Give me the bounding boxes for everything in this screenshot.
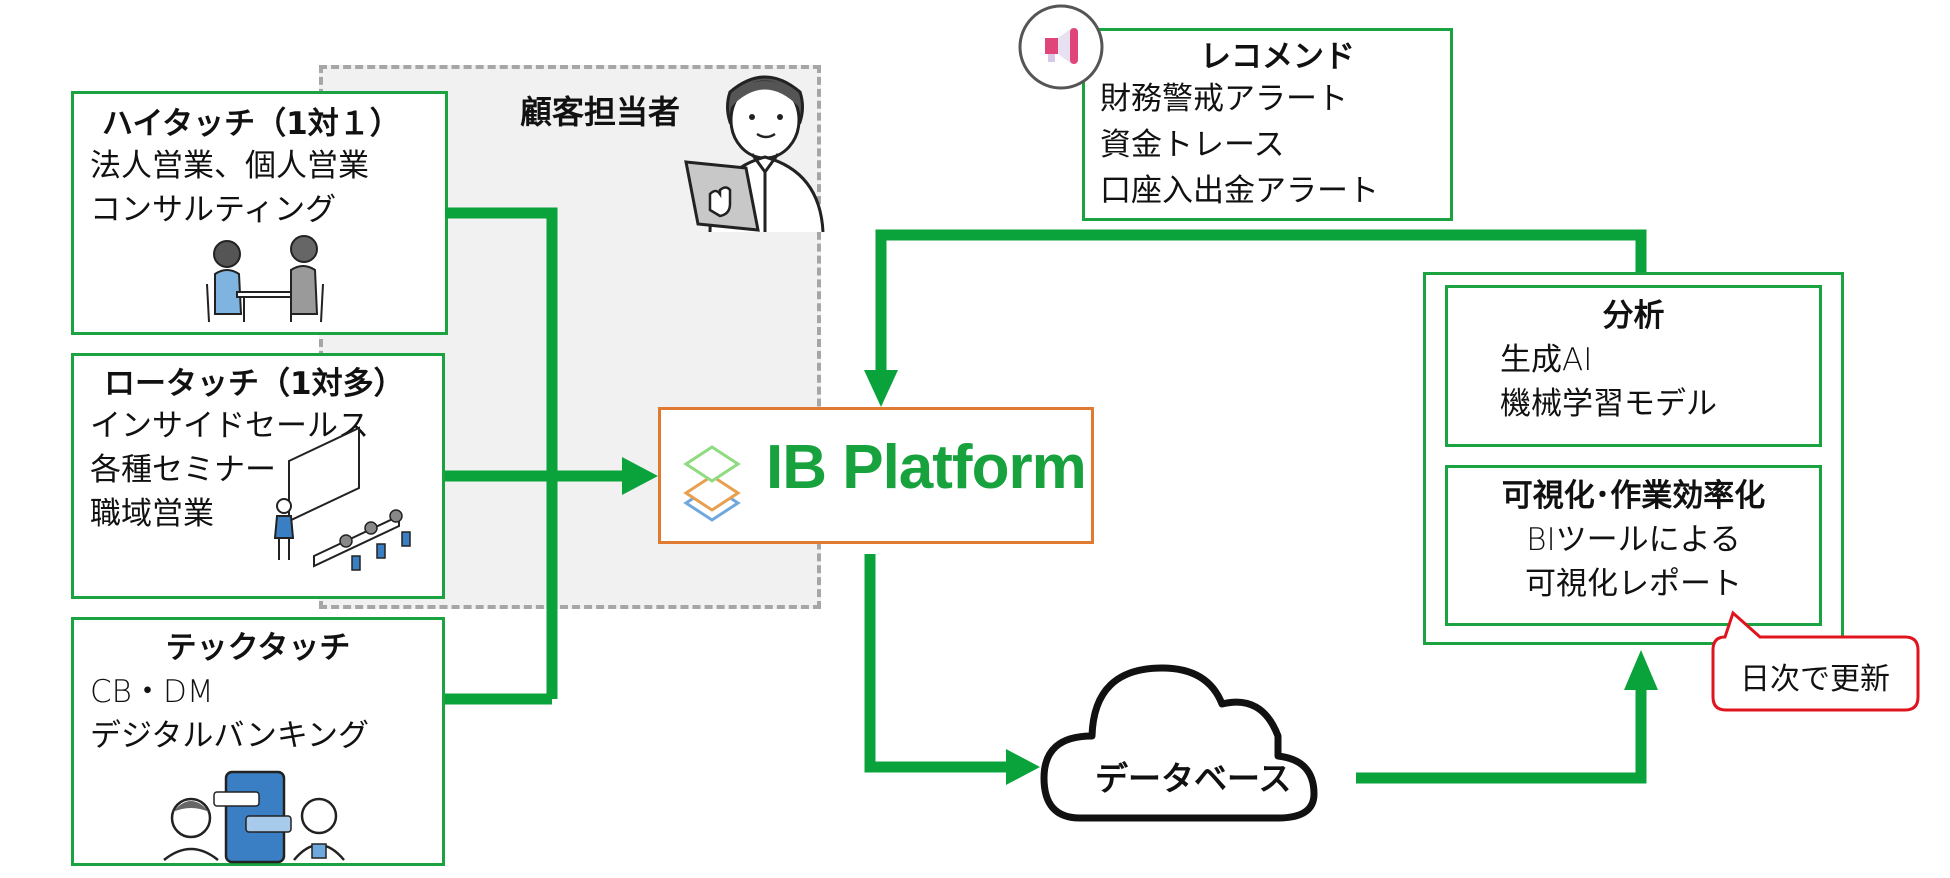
channel-line: CB・DM [90,674,214,710]
visualization-box: 可視化･作業効率化 BIツールによる 可視化レポート [1445,465,1822,626]
arrowhead-to-analytics [1624,650,1658,690]
recommend-line: 財務警戒アラート [1100,81,1348,117]
channel-line: 各種セミナー [90,452,276,488]
arrowhead-to-db [1006,749,1040,785]
recommend-box: レコメンド 財務警戒アラート 資金トレース 口座入出金アラート [1082,28,1453,221]
visualization-title: 可視化･作業効率化 [1501,478,1766,514]
arrowhead-feedback [864,370,898,407]
channel-line: 職域営業 [90,496,214,532]
channel-line: コンサルティング [90,192,337,228]
channel-line: インサイドセールス [90,408,369,444]
face-to-face-meeting-icon [206,235,324,323]
analysis-line: 機械学習モデル [1500,386,1717,422]
visualization-line: BIツールによる [1526,522,1741,558]
daily-update-callout: 日次で更新 [1740,662,1890,697]
visualization-line: 可視化レポート [1525,566,1742,602]
chatbot-smartphone-icon [163,770,345,864]
connector-platform-to-db [864,554,1006,773]
channel-box-high-touch: ハイタッチ（1対１） 法人営業、個人営業 コンサルティング [71,91,448,335]
channel-title: テックタッチ [165,630,351,666]
layers-icon [683,445,741,522]
ib-platform-box: IB Platform [658,407,1094,544]
channel-line: デジタルバンキング [90,718,369,754]
seminar-icon [273,426,411,571]
customer-rep-label: 顧客担当者 [520,93,681,131]
platform-name: IB Platform [766,433,1087,502]
recommend-title: レコメンド [1200,39,1355,75]
channel-box-low-touch: ロータッチ（1対多） インサイドセールス 各種セミナー 職域営業 [71,353,445,599]
database-label: データベース [1095,759,1292,798]
channel-title: ロータッチ（1対多） [104,366,405,402]
recommend-line: 資金トレース [1100,127,1285,163]
analysis-title: 分析 [1602,298,1665,334]
channel-title: ハイタッチ（1対１） [102,106,401,142]
channel-box-tech-touch: テックタッチ CB・DM デジタルバンキング [71,617,445,866]
analysis-box: 分析 生成AI 機械学習モデル [1445,285,1822,447]
recommend-line: 口座入出金アラート [1100,173,1379,209]
connector-db-to-analytics [1356,690,1647,784]
analysis-line: 生成AI [1500,342,1593,378]
channel-line: 法人営業、個人営業 [90,148,369,184]
